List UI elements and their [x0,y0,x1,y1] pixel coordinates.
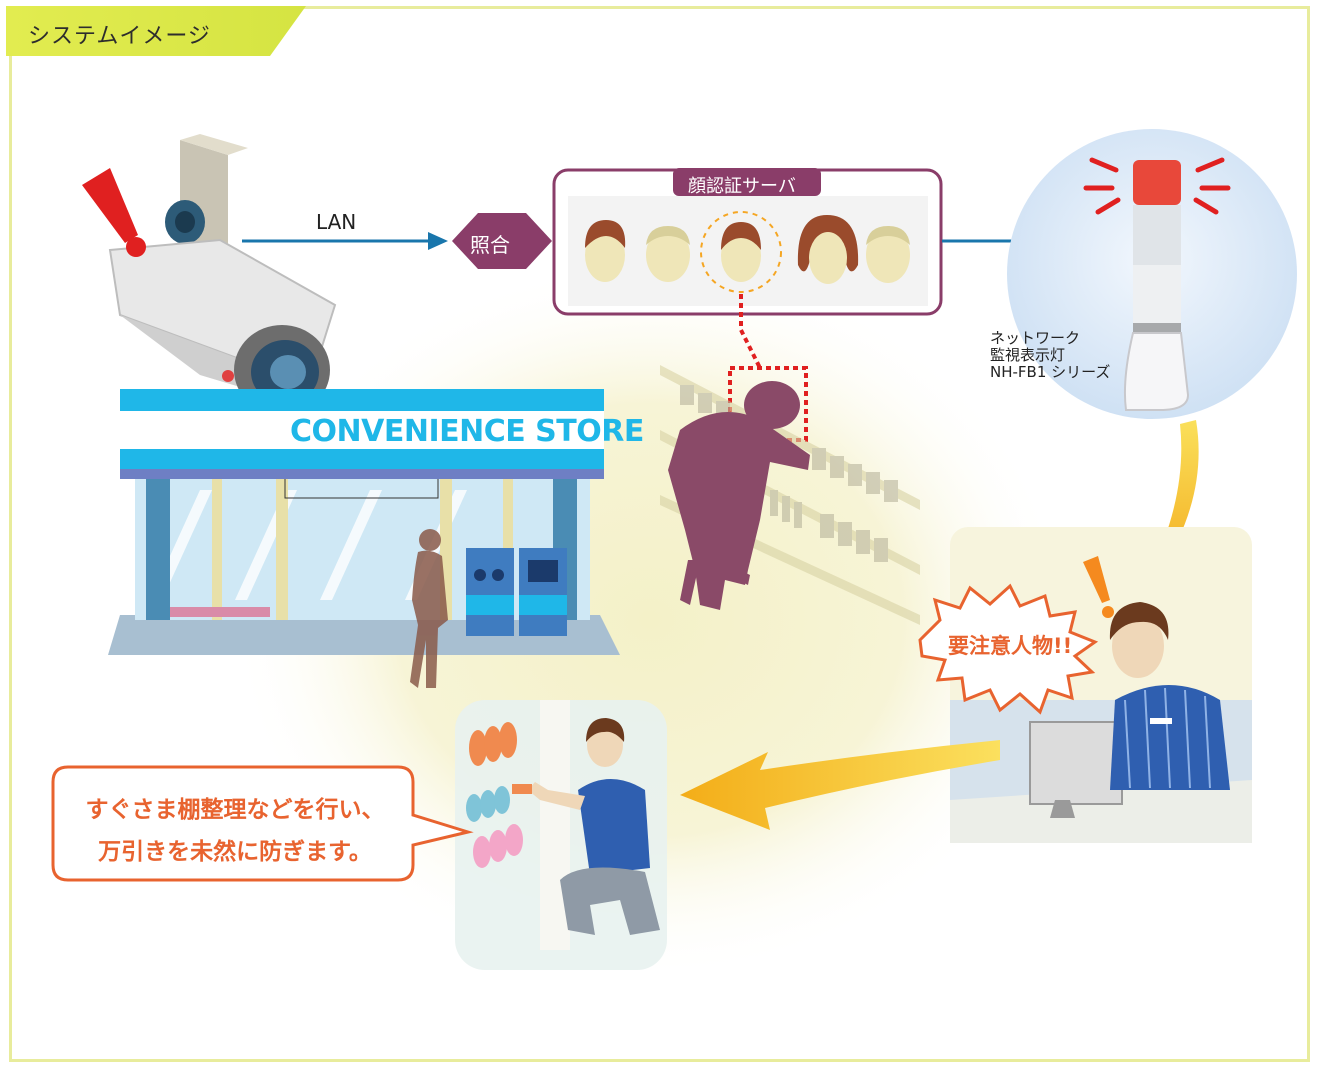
match-label: 照合 [470,233,510,257]
exclamation-icon [1083,556,1110,603]
face-icon-4 [797,215,859,284]
match-badge [452,213,552,269]
header-tab [6,6,306,56]
exclamation-icon [82,168,146,257]
shoplifter-silhouette [668,381,810,610]
customer-silhouette [410,529,448,688]
convenience-store [108,389,620,655]
action-arrow-left [680,740,1000,830]
action-message-line1: すぐさま棚整理などを行い、 [85,797,385,823]
device-label: ネットワーク 監視表示灯 NH-FB1 シリーズ [990,330,1190,381]
alert-text: 要注意人物!! [948,634,1073,658]
header-title: システムイメージ [28,24,211,49]
security-camera-illustration [108,134,337,415]
action-message-line2: 万引きを未然に防ぎます。 [98,839,372,865]
face-icon-1 [585,220,626,282]
device-label-line1: ネットワーク [990,329,1081,347]
signal-tower-light [1123,160,1190,411]
face-icon-2 [646,226,690,282]
store-sign: CONVENIENCE STORE [290,414,644,449]
face-icon-5 [866,226,910,283]
server-title: 顔認証サーバ [688,176,796,197]
flashing-lines-icon [1083,157,1231,215]
counter-staff-panel [950,527,1252,843]
identification-link [728,294,808,442]
alert-burst [918,583,1099,715]
speech-bubble [51,765,474,882]
face-icon-suspect [700,211,782,293]
lan-arrow [242,232,448,250]
diagram-frame [9,6,1310,1062]
server-title-badge [673,168,821,196]
restocking-staff-panel [455,700,667,970]
lan-label: LAN [316,210,357,234]
action-message: すぐさま棚整理などを行い、 万引きを未然に防ぎます。 [70,789,400,873]
device-label-line3: NH-FB1 シリーズ [990,363,1111,381]
device-label-line2: 監視表示灯 [990,346,1066,364]
